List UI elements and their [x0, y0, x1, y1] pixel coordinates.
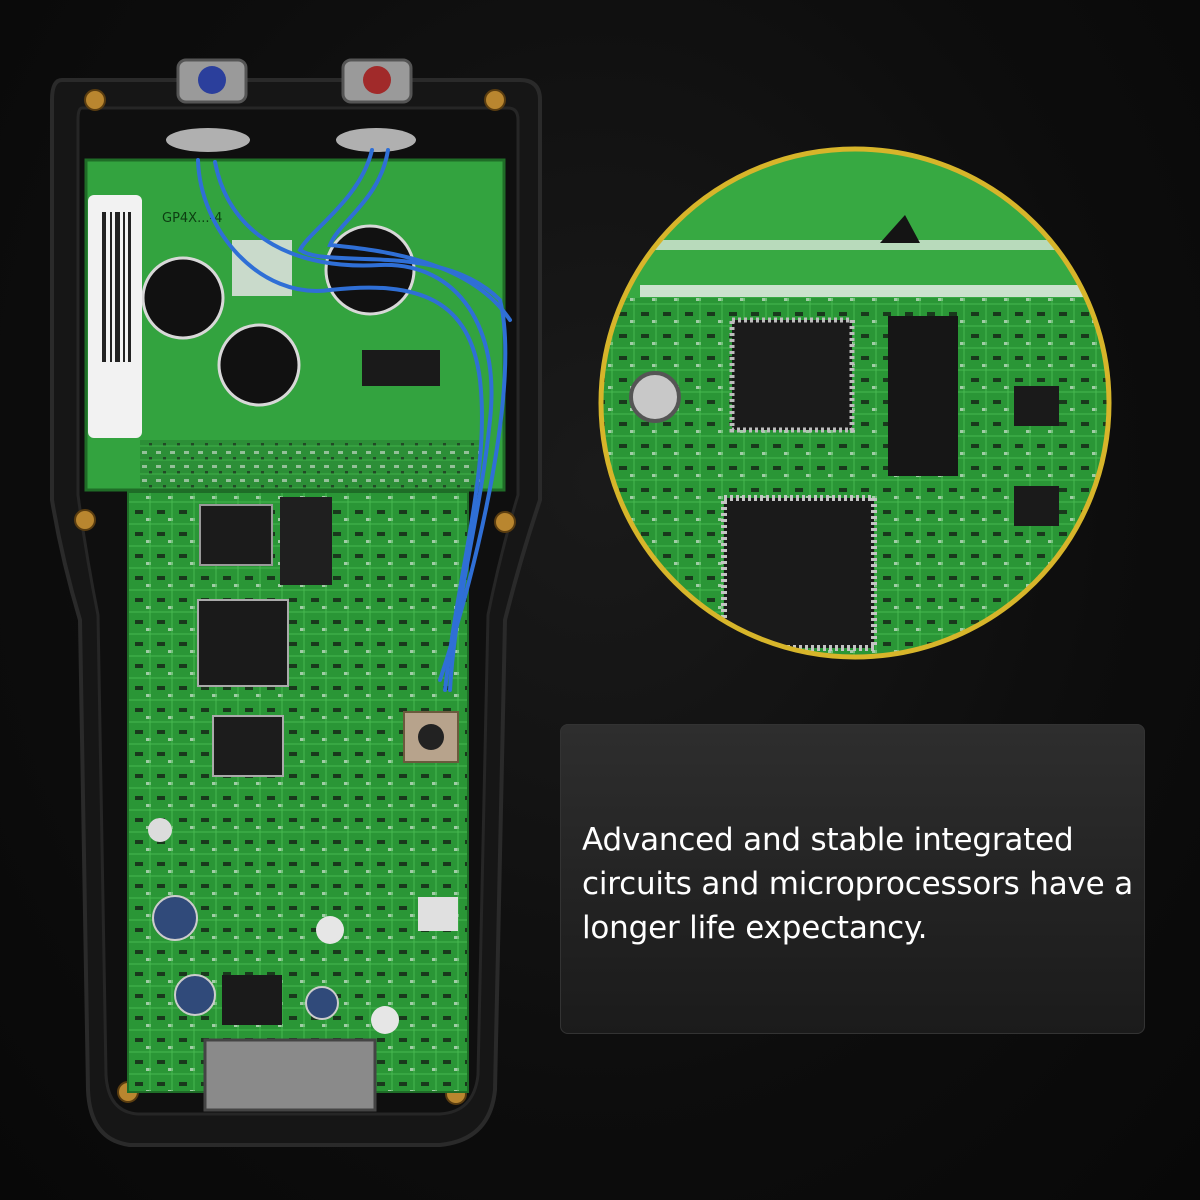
blue-wires [196, 148, 512, 692]
magnifier-lens [598, 146, 1112, 660]
caption-panel: Advanced and stable integrated circuits … [560, 724, 1145, 1034]
main-board [127, 491, 469, 1112]
input-jacks [166, 58, 416, 152]
lcd-module-board: GP4X...-4 [84, 158, 506, 492]
lcd-module-label: GP4X...-4 [162, 211, 222, 226]
caption-text: Advanced and stable integrated circuits … [582, 822, 1134, 946]
